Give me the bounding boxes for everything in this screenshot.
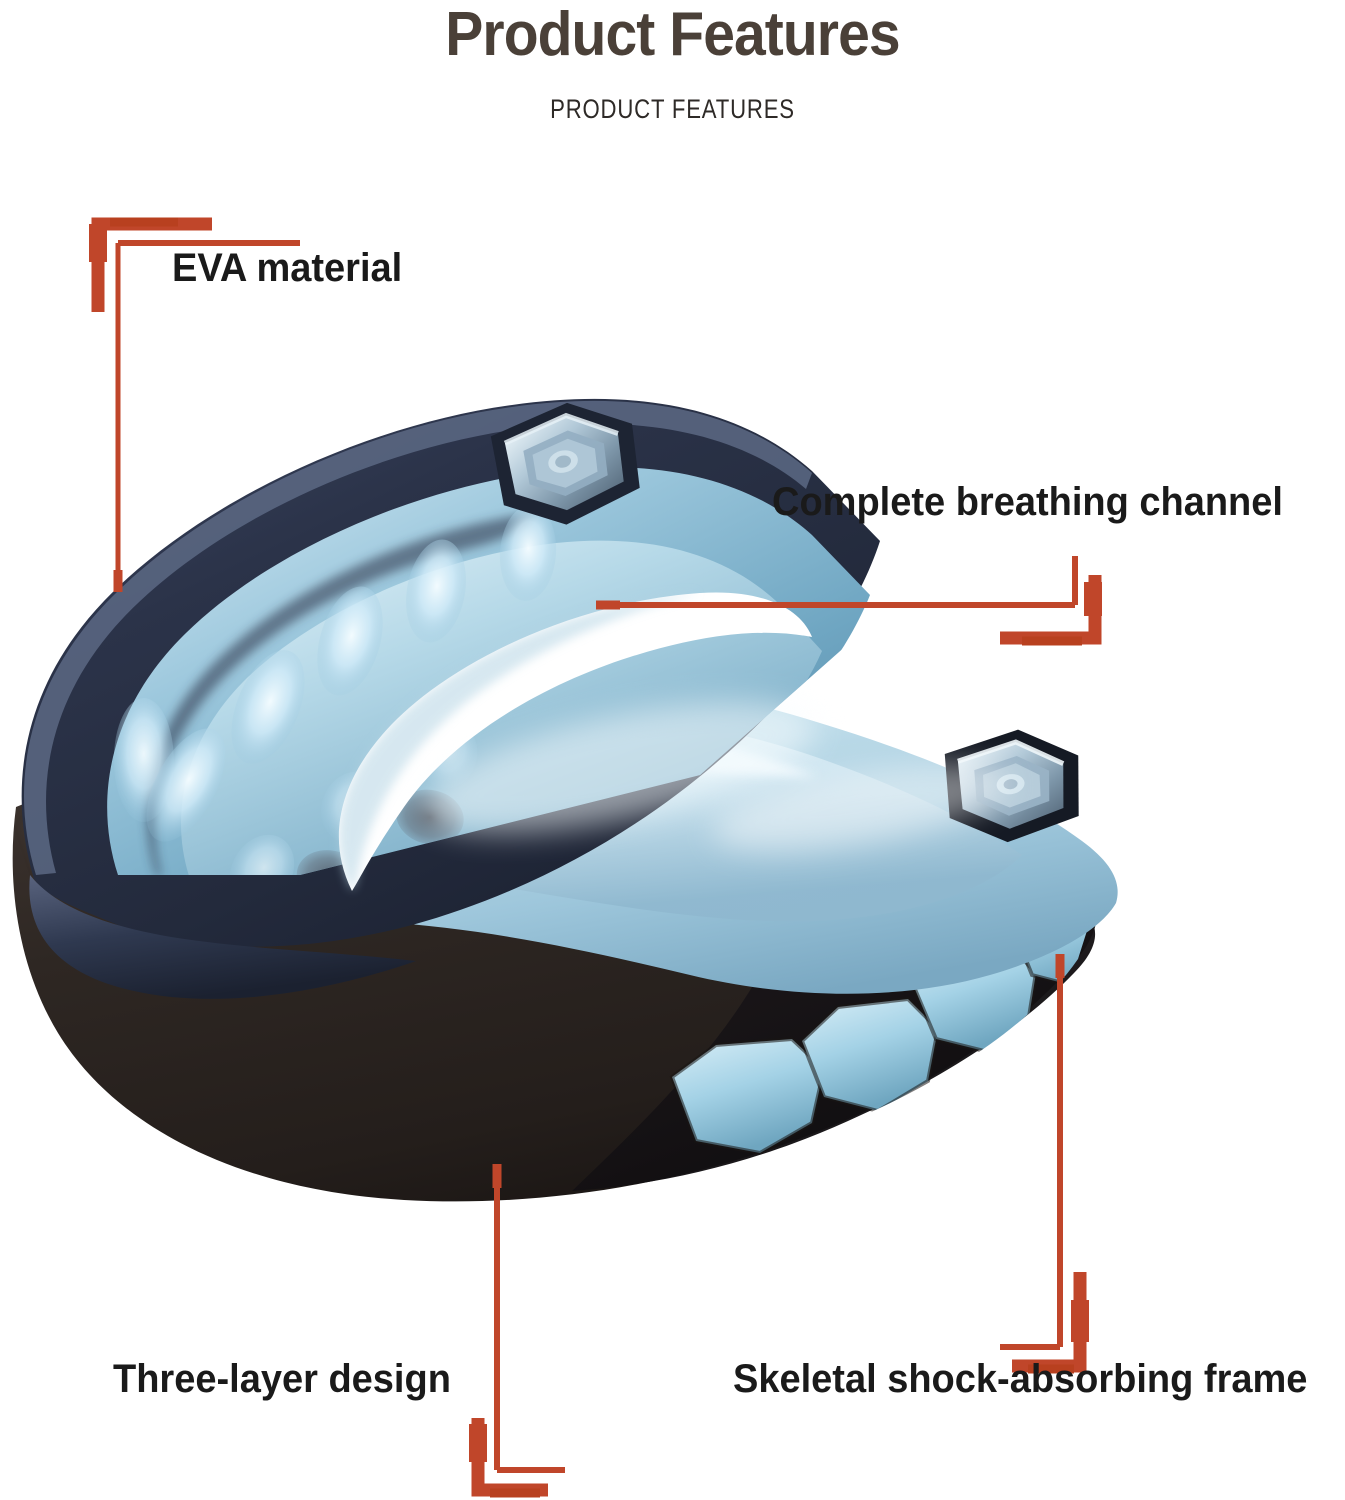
product-image-mouthguard [12,398,1118,1202]
callout-label-skeletal-shock-absorbing-frame: Skeletal shock-absorbing frame [733,1357,1308,1401]
tooth-cavity [317,586,383,696]
hex-window [799,996,941,1114]
leader-breathing [596,556,1102,646]
leader-eva [89,217,300,592]
specular-highlight-group [424,701,1008,851]
tooth-cavity [406,539,466,643]
hex-window [669,1036,827,1156]
leader-three-layer [469,1164,565,1498]
hex-boss-upper [490,402,640,525]
callout-label-three-layer-design: Three-layer design [113,1357,451,1401]
tooth-cavity [146,728,226,842]
tooth-cavity [229,834,295,876]
mouth-opening [338,592,812,891]
page-subtitle: PRODUCT FEATURES [550,94,795,124]
callout-label-eva-material: EVA material [172,246,403,290]
leader-skeletal [1000,954,1089,1374]
callout-label-complete-breathing-channel: Complete breathing channel [772,480,1283,524]
tooth-cavity [231,650,305,764]
tooth-cavity [499,505,557,601]
page-title: Product Features [445,0,900,69]
